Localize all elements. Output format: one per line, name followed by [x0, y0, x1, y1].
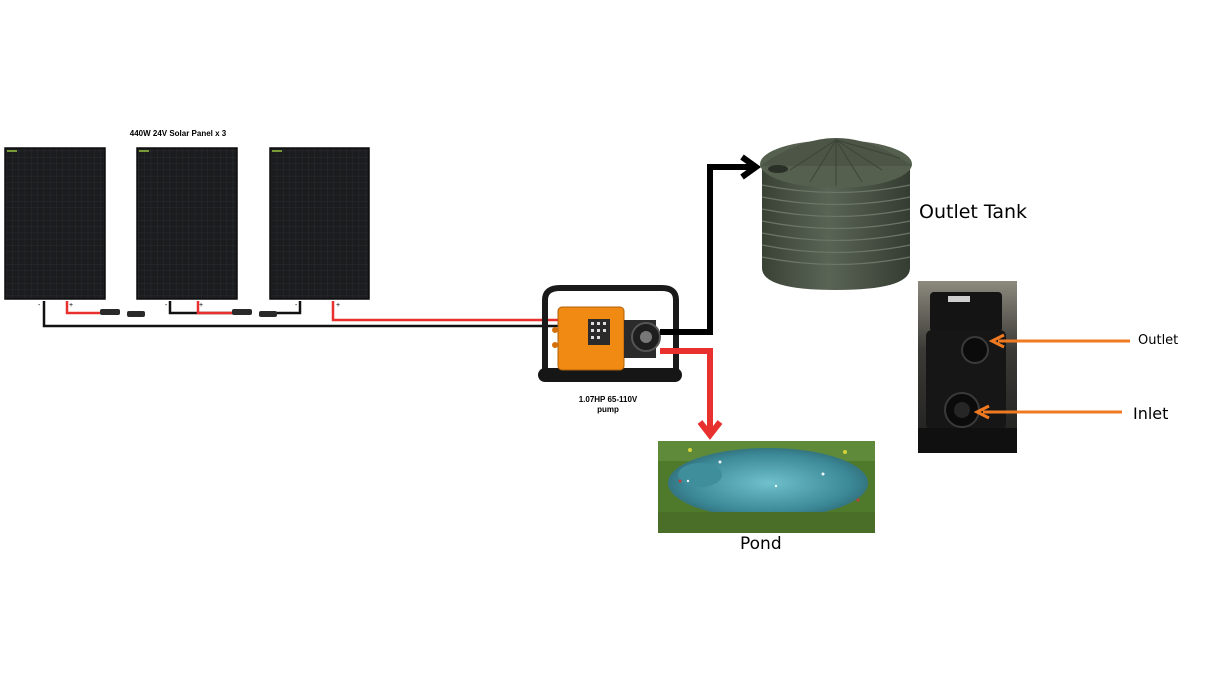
panel-2-positive-label: + [199, 302, 203, 309]
outlet-label: Outlet [1138, 333, 1179, 348]
solar-panels-title: 440W 24V Solar Panel x 3 [129, 129, 227, 138]
negative-wiring [42, 301, 560, 328]
panel-1-negative-label: - [38, 302, 41, 309]
pump-unit [538, 285, 682, 382]
pump-label-line1: 1.07HP 65-110V [578, 395, 638, 404]
outlet-pipe-arrow [660, 154, 762, 335]
water-tank [760, 138, 912, 290]
positive-wiring [65, 301, 560, 322]
tank-label: Outlet Tank [919, 201, 1028, 223]
solar-panel-3 [269, 147, 370, 300]
inlet-pipe-arrow [660, 348, 723, 440]
panel-2-negative-label: - [165, 302, 168, 309]
solar-panel-1 [4, 147, 106, 300]
pond-label: Pond [740, 534, 782, 554]
panel-3-negative-label: - [295, 302, 298, 309]
pump-photo [918, 281, 1017, 453]
outlet-annotation-arrow [988, 333, 1130, 349]
mc4-connectors [100, 309, 277, 317]
panel-3-positive-label: + [336, 302, 340, 309]
pond-image [658, 441, 875, 533]
pump-label-line2: pump [597, 405, 619, 414]
inlet-label: Inlet [1133, 404, 1169, 423]
pump-label: 1.07HP 65-110V pump [560, 395, 656, 415]
inlet-annotation-arrow [973, 404, 1122, 420]
solar-panel-2 [136, 147, 238, 300]
panel-1-positive-label: + [69, 302, 73, 309]
